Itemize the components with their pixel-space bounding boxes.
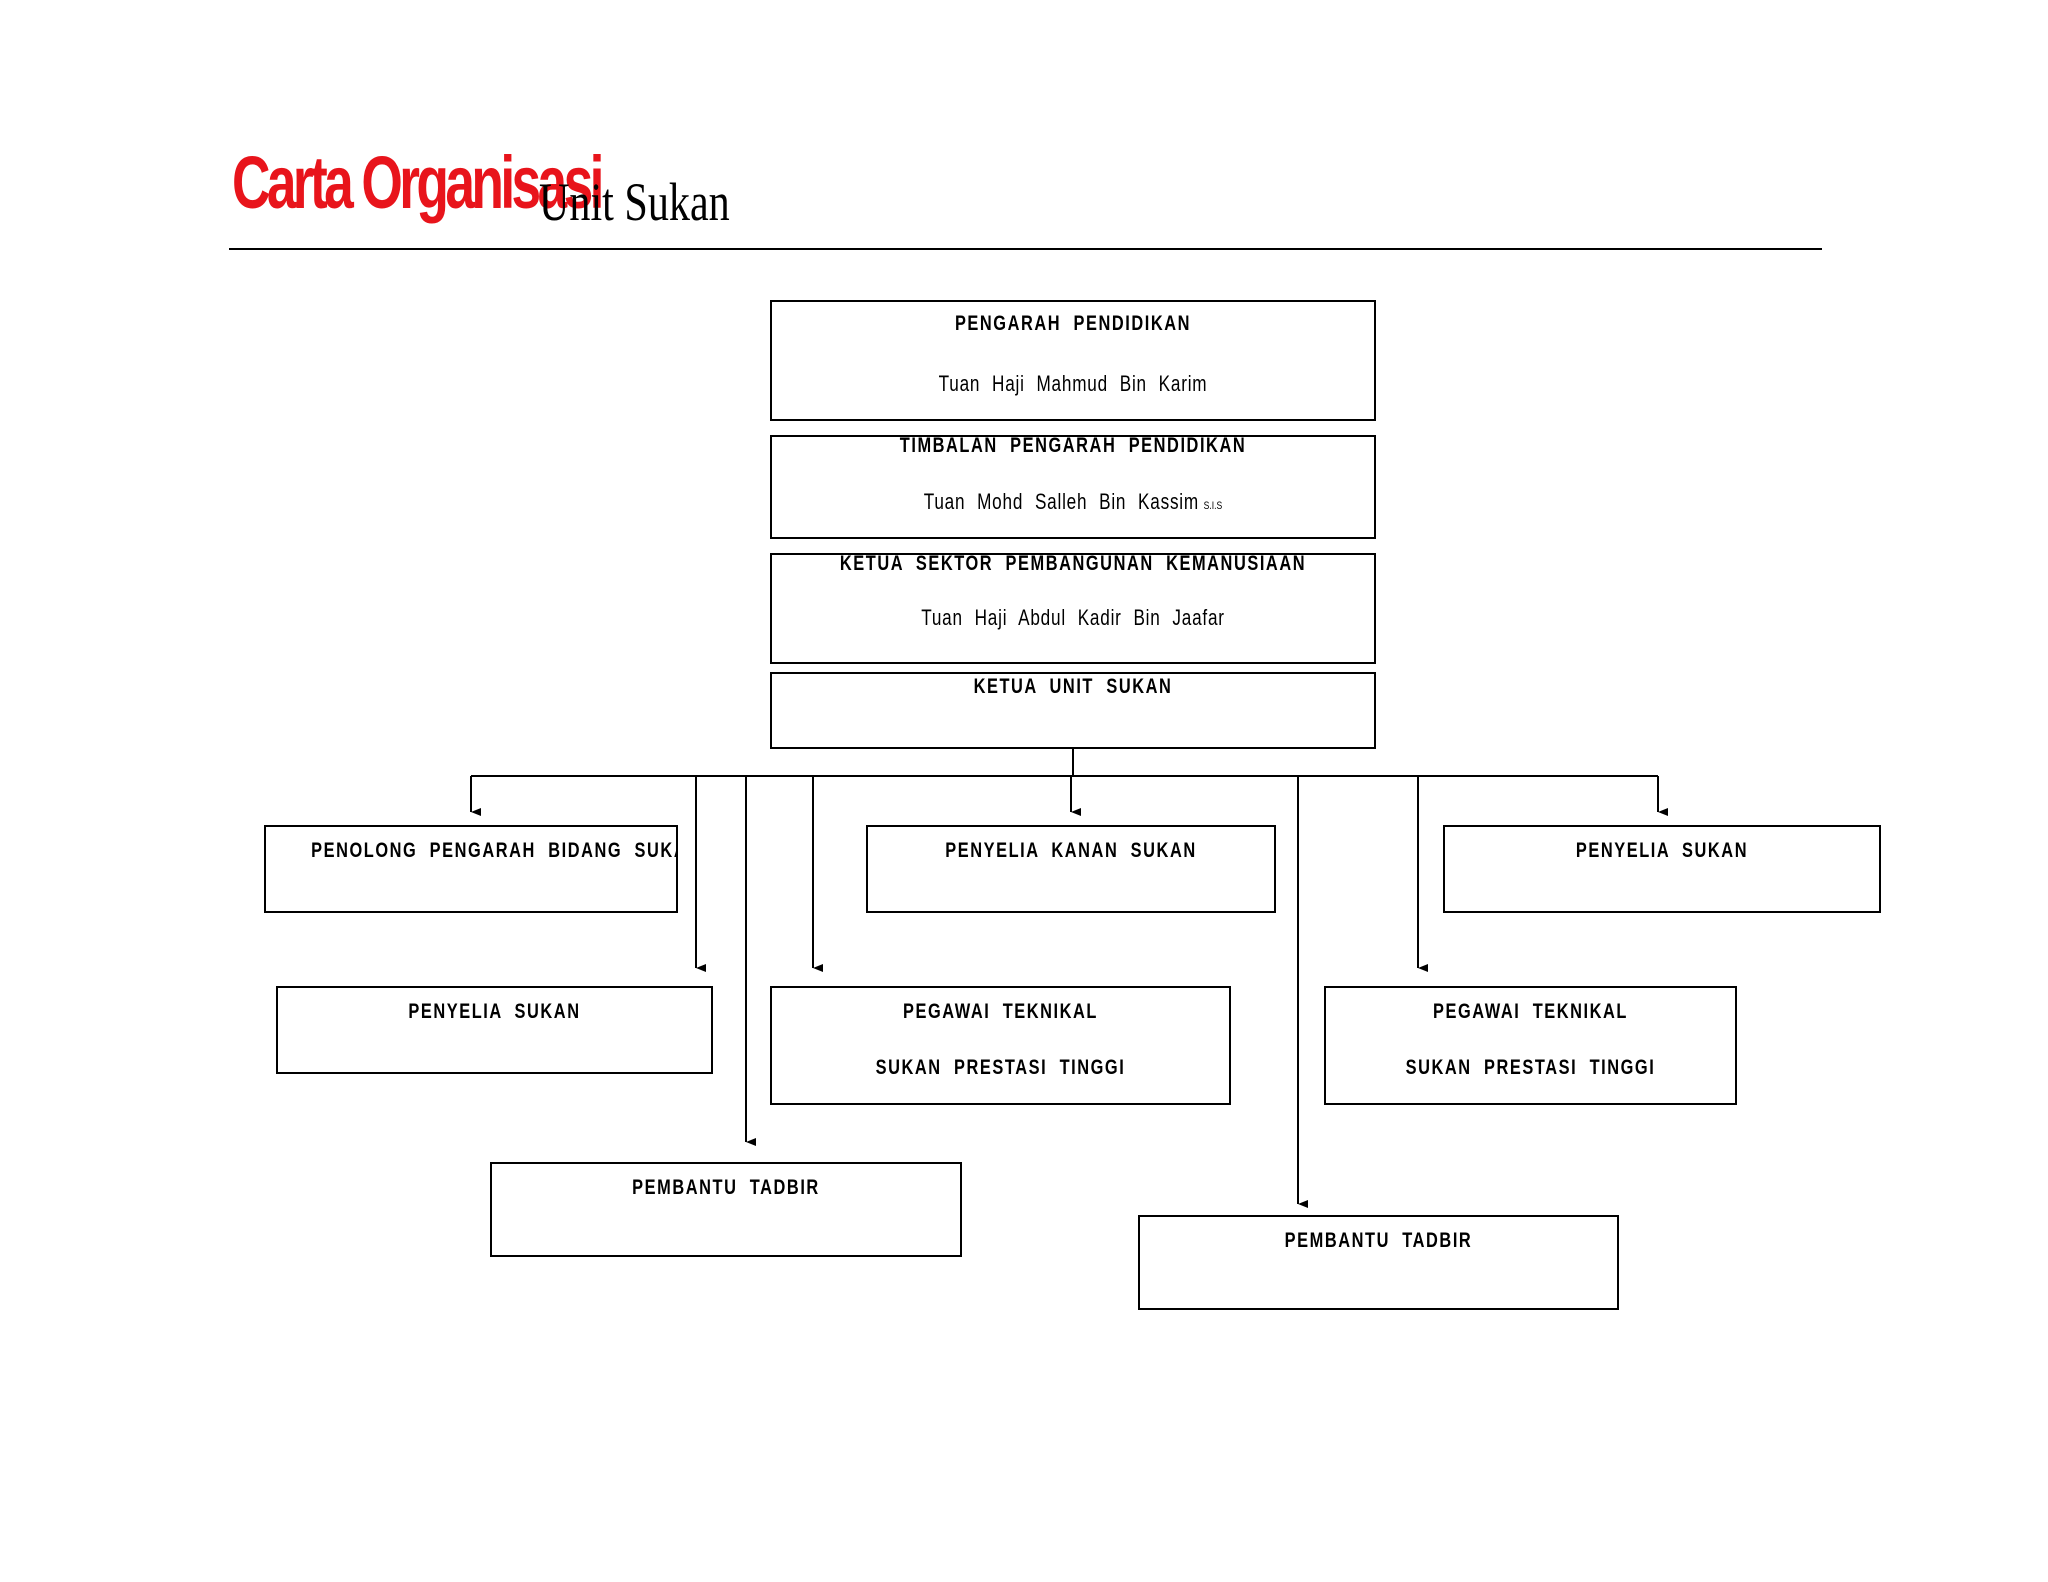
node-role: PENOLONG PENGARAH BIDANG SUKAN: [311, 839, 678, 862]
node-pembantu-tadbir-right: PEMBANTU TADBIR: [1138, 1215, 1619, 1310]
node-penolong-pengarah: PENOLONG PENGARAH BIDANG SUKAN: [264, 825, 678, 913]
node-role: PEMBANTU TADBIR: [632, 1176, 820, 1199]
node-name: Tuan Haji Mahmud Bin Karim: [938, 371, 1208, 396]
title-rule: [229, 248, 1822, 250]
node-ketua-sektor: KETUA SEKTOR PEMBANGUNAN KEMANUSIAAN Tua…: [770, 553, 1376, 664]
node-penyelia-sukan-left: PENYELIA SUKAN: [276, 986, 713, 1074]
node-name: SUKAN PRESTASI TINGGI: [1405, 1056, 1656, 1079]
node-name: Tuan Haji Abdul Kadir Bin Jaafar: [921, 605, 1225, 630]
node-role: PENYELIA KANAN SUKAN: [945, 839, 1197, 862]
node-pegawai-teknikal-left: PEGAWAI TEKNIKAL SUKAN PRESTASI TINGGI: [770, 986, 1231, 1105]
node-name-text: Tuan Mohd Salleh Bin Kassim: [923, 489, 1199, 514]
node-pembantu-tadbir-left: PEMBANTU TADBIR: [490, 1162, 962, 1257]
node-penyelia-kanan: PENYELIA KANAN SUKAN: [866, 825, 1276, 913]
node-name-suffix: S.I.S: [1203, 500, 1223, 512]
node-role: PENYELIA SUKAN: [1575, 839, 1749, 862]
node-name: SUKAN PRESTASI TINGGI: [875, 1056, 1126, 1079]
title-black: Unit Sukan: [539, 172, 730, 232]
node-role: KETUA UNIT SUKAN: [973, 675, 1173, 698]
title-red: Carta Organisasi: [232, 141, 604, 224]
node-role: PEMBANTU TADBIR: [1284, 1229, 1473, 1252]
node-ketua-unit-sukan: KETUA UNIT SUKAN: [770, 672, 1376, 749]
node-role: TIMBALAN PENGARAH PENDIDIKAN: [899, 435, 1247, 457]
node-role: PENGARAH PENDIDIKAN: [954, 312, 1192, 335]
node-role: PEGAWAI TEKNIKAL: [1432, 1000, 1628, 1023]
node-pegawai-teknikal-right: PEGAWAI TEKNIKAL SUKAN PRESTASI TINGGI: [1324, 986, 1737, 1105]
node-role: KETUA SEKTOR PEMBANGUNAN KEMANUSIAAN: [839, 553, 1307, 575]
node-pengarah-pendidikan: PENGARAH PENDIDIKAN Tuan Haji Mahmud Bin…: [770, 300, 1376, 421]
node-role: PEGAWAI TEKNIKAL: [902, 1000, 1098, 1023]
node-role: PENYELIA SUKAN: [408, 1000, 581, 1023]
node-timbalan-pengarah: TIMBALAN PENGARAH PENDIDIKAN Tuan Mohd S…: [770, 435, 1376, 539]
node-penyelia-sukan-right: PENYELIA SUKAN: [1443, 825, 1881, 913]
node-name: Tuan Mohd Salleh Bin Kassim S.I.S: [838, 489, 1308, 515]
